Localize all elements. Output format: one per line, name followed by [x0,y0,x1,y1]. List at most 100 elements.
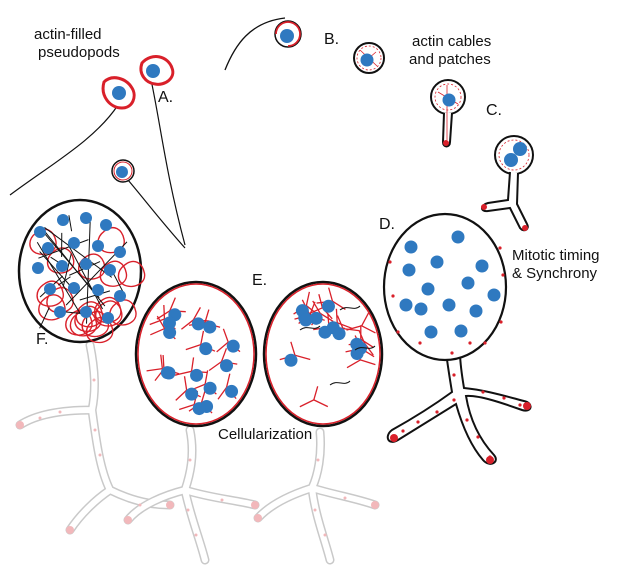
nucleus-e-left-4 [203,321,216,334]
nucleus-f-13 [68,282,80,294]
multinucleate-cell-d [384,214,506,360]
nucleus-f-11 [104,264,116,276]
faded-actin-dot-2 [99,454,102,457]
actin-dot-d-7 [450,351,453,354]
germ-tube-c2 [482,172,528,230]
faded-actin-dot-5 [189,459,192,462]
faded-actin-dot-13 [139,504,142,507]
faded-hypha-2 [258,432,375,560]
nucleus-f-12 [44,283,56,295]
nucleus-e-right-7 [284,354,297,367]
actin-tip-c1 [443,140,449,146]
nucleus-c1 [443,94,456,107]
actin-dot-d-3 [498,246,501,249]
nucleus-b2 [361,54,374,67]
actin-dot-d-18 [401,429,404,432]
nucleus-a3 [116,166,128,178]
nucleus-d-2 [431,256,444,269]
nucleus-e-left-1 [190,369,203,382]
faded-actin-dot-6 [187,509,190,512]
faded-tip-actin-1 [66,526,74,534]
nucleus-e-right-9 [322,300,335,313]
nucleus-e-right-6 [333,327,346,340]
nucleus-f-18 [102,312,114,324]
spore-trail-a3 [128,180,185,248]
actin-dot-d-2 [396,330,399,333]
actin-dot-d-9 [418,341,421,344]
nucleus-f-17 [80,306,92,318]
nucleus-e-left-10 [225,385,238,398]
nucleus-c2b [513,142,527,156]
actin-dot-d-13 [416,420,419,423]
label-mitotic-line2: & Synchrony [512,265,597,283]
actin-dot-d-20 [518,403,521,406]
faded-tip-actin-6 [251,501,259,509]
nucleus-d-0 [405,241,418,254]
faded-actin-dot-0 [93,379,96,382]
nucleus-a2 [146,64,160,78]
nucleus-d-13 [470,305,483,318]
faded-actin-dot-9 [314,509,317,512]
stage-label-f: F. [36,331,48,349]
actin-dot-d-1 [391,294,394,297]
nucleus-f-2 [80,212,92,224]
nucleus-f-7 [114,246,126,258]
actin-dot-d-15 [476,435,479,438]
cell-e-left-actin-line-12-2 [163,355,164,369]
actin-tip-c2a [481,204,487,210]
nucleus-f-8 [32,262,44,274]
nucleus-a1 [112,86,126,100]
faded-tip-actin-4 [371,501,379,509]
nucleus-f-3 [100,219,112,231]
nucleus-e-left-13 [163,326,176,339]
nucleus-d-5 [462,277,475,290]
nucleus-d-9 [443,299,456,312]
nucleus-f-1 [57,214,69,226]
faded-tip-actin-3 [254,514,262,522]
nucleus-e-left-7 [185,388,198,401]
actin-dot-d-17 [502,396,505,399]
hypha-d [388,352,531,464]
spore-trail-b [225,18,285,70]
actin-dot-d-6 [483,341,486,344]
actin-dot-d-12 [435,410,438,413]
nucleus-e-right-11 [299,314,312,327]
nucleus-d-10 [425,326,438,339]
nucleus-d-6 [422,283,435,296]
hypha-tip-actin-d1 [390,434,398,442]
actin-dot-d-8 [468,341,471,344]
faded-actin-dot-12 [344,497,347,500]
nucleus-d-12 [415,303,428,316]
nucleus-e-left-14 [192,317,205,330]
nucleus-d-8 [400,299,413,312]
actin-tip-c2b [522,225,528,231]
actin-dot-d-4 [501,273,504,276]
label-pseudopods-line1: actin-filled [34,26,102,44]
actin-dot-d-16 [481,390,484,393]
nucleus-f-14 [92,284,104,296]
actin-dot-d-10 [452,373,455,376]
faded-actin-dot-7 [195,534,198,537]
stage-label-d: D. [379,216,395,234]
nucleus-f-6 [92,240,104,252]
nucleus-f-0 [34,226,46,238]
faded-actin-dot-1 [94,429,97,432]
spore-trail-a1 [10,105,118,195]
hypha-tip-actin-d2 [486,456,494,464]
actin-dot-d-5 [499,320,502,323]
nucleus-e-left-15 [199,342,212,355]
hypha-tip-actin-d3 [523,402,531,410]
label-mitotic-line1: Mitotic timing [512,247,600,265]
stage-label-c: C. [486,102,502,120]
nucleus-f-10 [80,258,92,270]
stage-label-e: E. [252,272,267,290]
nucleus-f-5 [68,237,80,249]
nucleus-e-left-11 [220,359,233,372]
nucleus-e-left-3 [204,382,217,395]
faded-tip-actin-2 [124,516,132,524]
nucleus-e-left-12 [162,367,175,380]
label-pseudopods-line2: pseudopods [38,44,120,62]
actin-dot-d-0 [388,260,391,263]
